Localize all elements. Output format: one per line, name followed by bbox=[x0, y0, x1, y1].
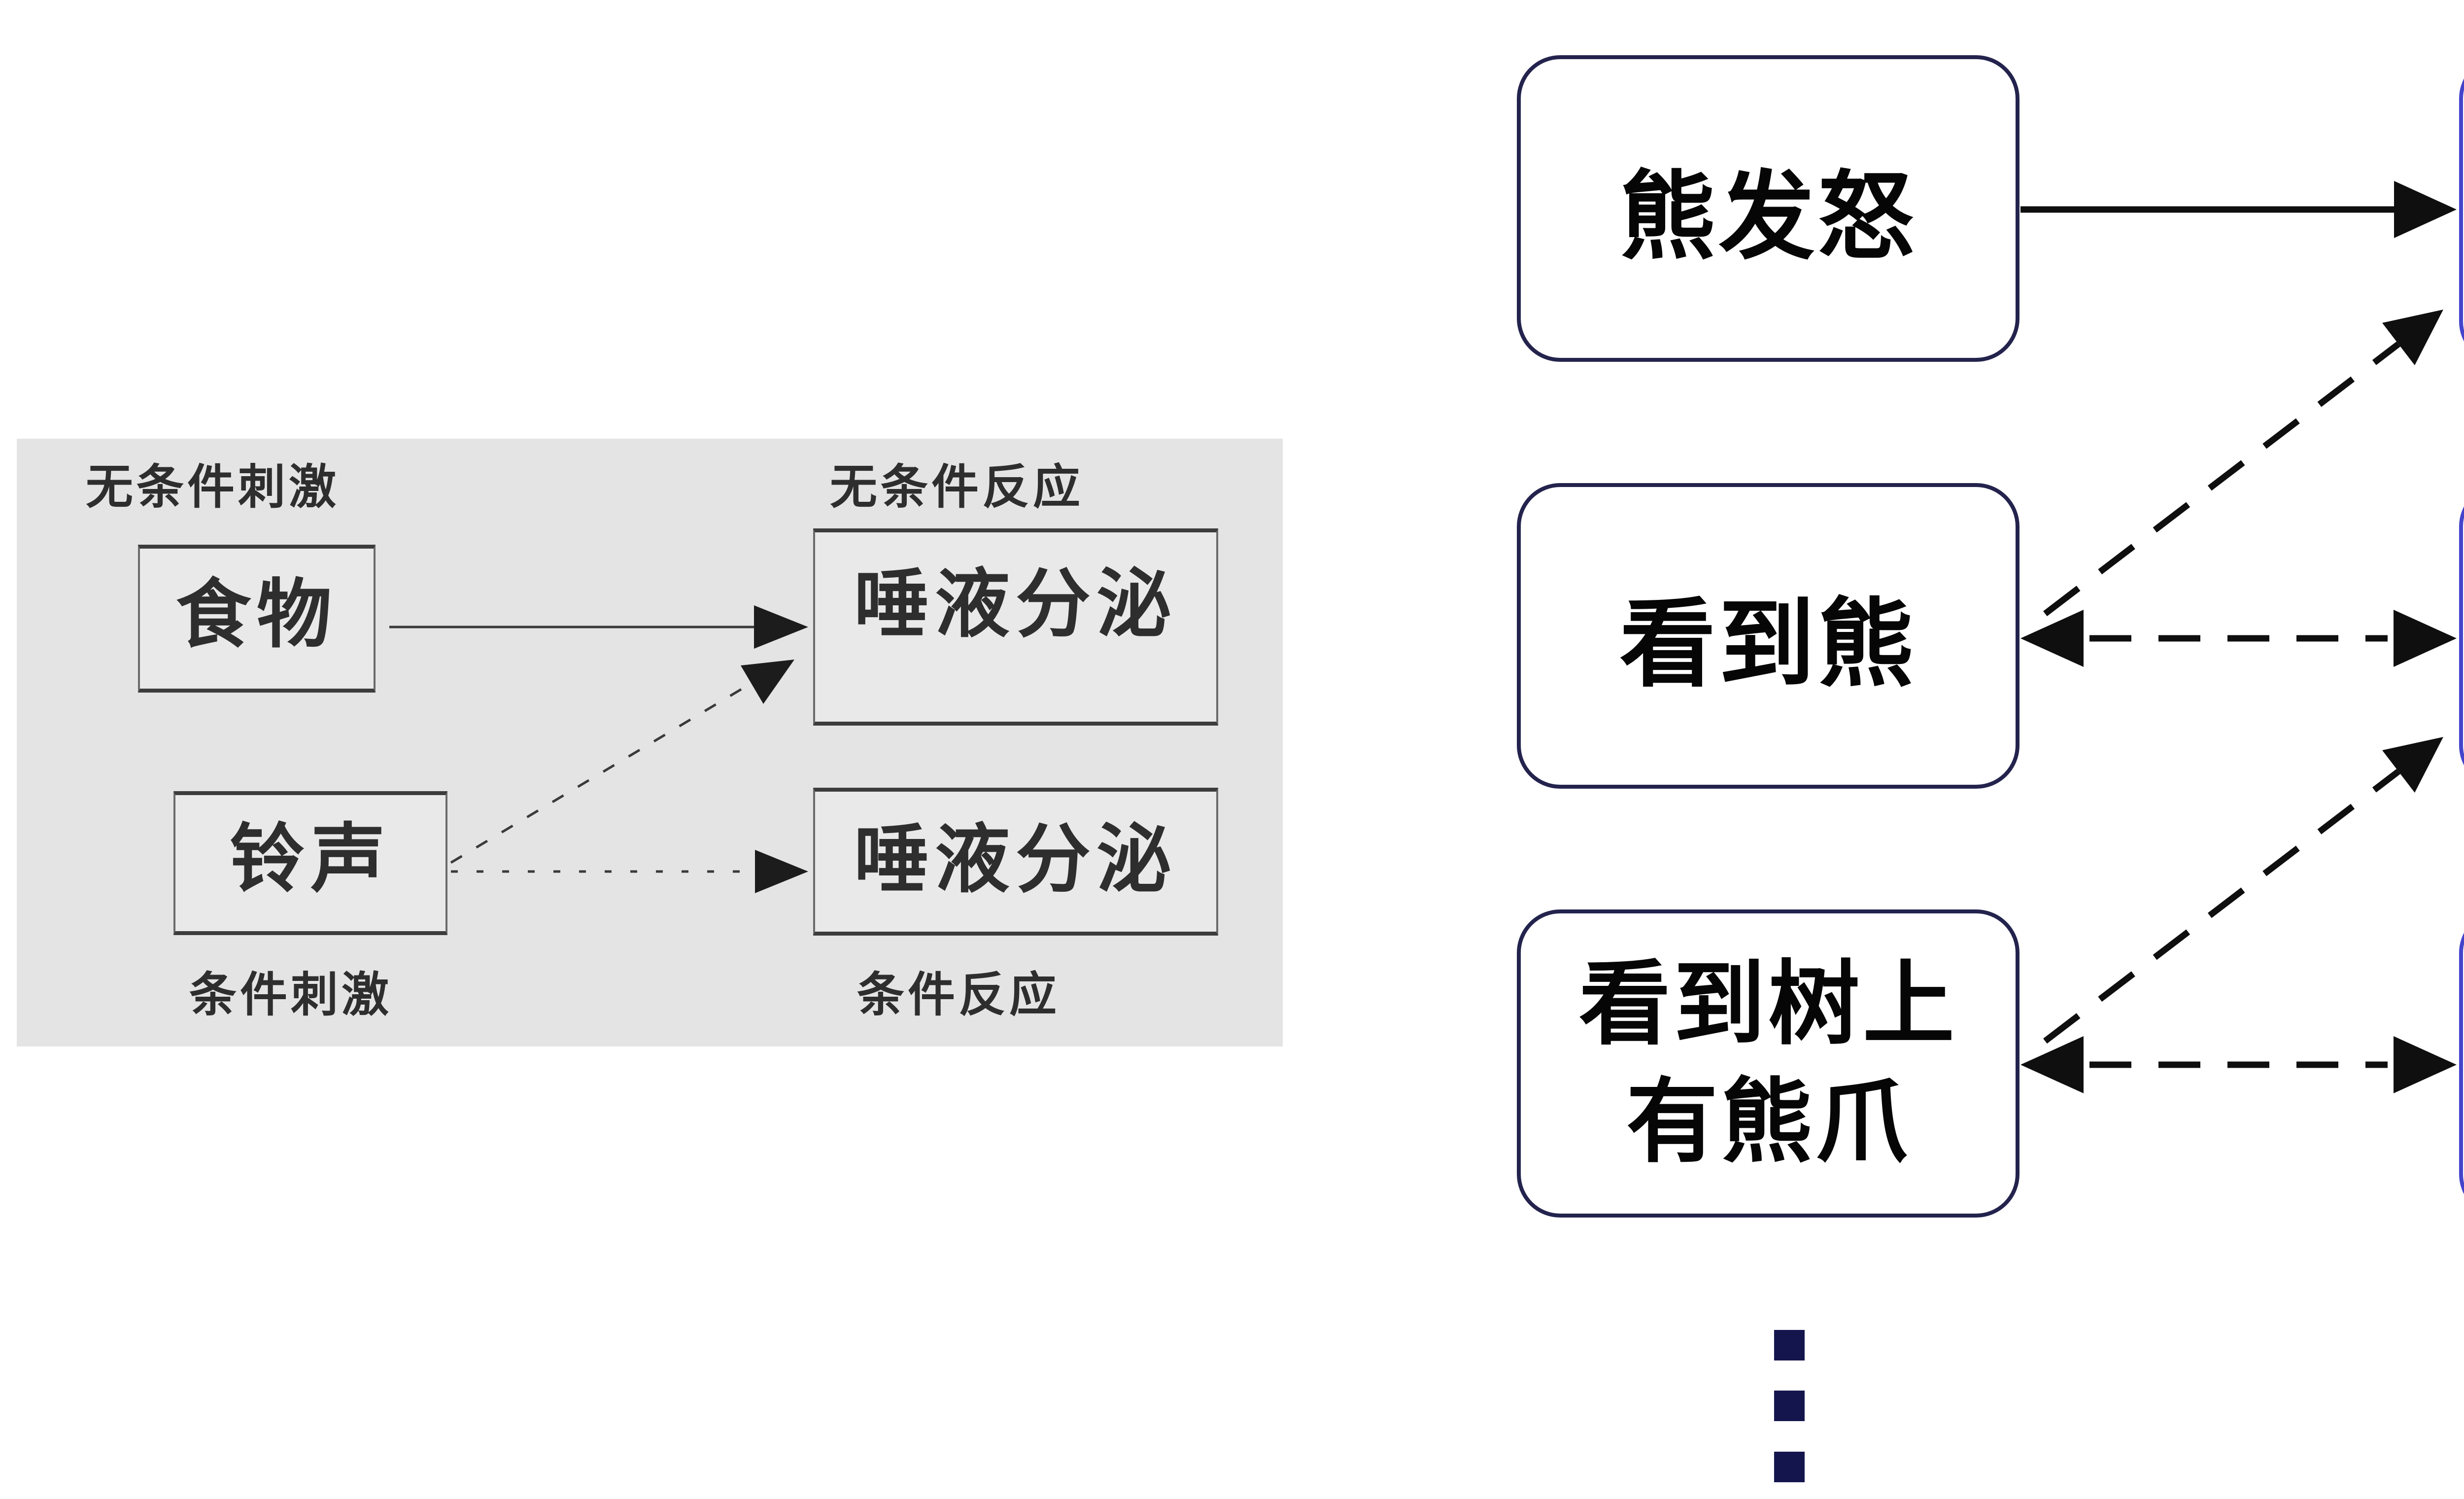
box-bell: 铃声 bbox=[173, 791, 447, 935]
node-see-claw: 看到树上 有熊爪 bbox=[1517, 909, 2019, 1218]
box-salivation-bottom-label: 唾液分泌 bbox=[854, 818, 1177, 902]
see-bear-value-next-dashed-arrow bbox=[2020, 610, 2457, 667]
box-salivation-conditioned: 唾液分泌 bbox=[813, 788, 1218, 936]
see-claw-value-dashed-arrow bbox=[2020, 1036, 2457, 1093]
node-see-bear: 看到熊 bbox=[1517, 483, 2019, 789]
node-see-claw-line2: 有熊爪 bbox=[1626, 1071, 1910, 1173]
label-conditioned-response: 条件反应 bbox=[857, 969, 1060, 1021]
box-salivation-top-label: 唾液分泌 bbox=[854, 562, 1177, 646]
node-reward: 奖励 bbox=[2459, 55, 2464, 365]
bear-rage-to-reward-arrow bbox=[2020, 181, 2457, 238]
node-value-next-state: V(s′) bbox=[2459, 483, 2464, 789]
node-bear-rage: 熊发怒 bbox=[1517, 55, 2019, 362]
label-unconditioned-response: 无条件反应 bbox=[830, 461, 1084, 514]
ellipsis-dot bbox=[1774, 1391, 1805, 1421]
see-claw-to-value-next-dashed-arrow bbox=[2043, 737, 2443, 1044]
node-value-state: V(s) bbox=[2459, 909, 2464, 1218]
box-salivation-unconditioned: 唾液分泌 bbox=[813, 528, 1218, 726]
see-bear-to-reward-dashed-arrow bbox=[2043, 310, 2443, 617]
box-food-label: 食物 bbox=[176, 573, 338, 657]
ellipsis-dot bbox=[1774, 1452, 1805, 1482]
box-bell-label: 铃声 bbox=[230, 817, 391, 901]
label-conditioned-stimulus: 条件刺激 bbox=[189, 969, 392, 1021]
classical-conditioning-panel: 无条件刺激 无条件反应 条件刺激 条件反应 食物 唾液分泌 铃声 唾液分泌 bbox=[17, 439, 1283, 1046]
node-see-bear-label: 看到熊 bbox=[1619, 591, 1917, 698]
node-bear-rage-label: 熊发怒 bbox=[1619, 163, 1917, 271]
ellipsis-dot bbox=[1774, 1330, 1805, 1360]
node-see-claw-line1: 看到树上 bbox=[1578, 953, 1957, 1056]
box-food: 食物 bbox=[138, 545, 376, 693]
label-unconditioned-stimulus: 无条件刺激 bbox=[86, 461, 340, 514]
node-see-claw-label: 看到树上 有熊爪 bbox=[1579, 946, 1957, 1181]
